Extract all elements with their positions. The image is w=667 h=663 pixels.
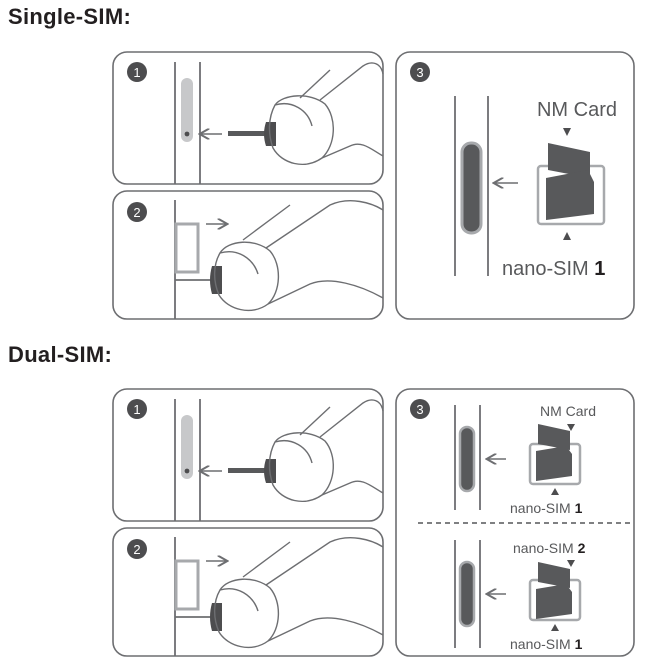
pointer-up-icon [551, 488, 559, 495]
dual-step1-panel: 1 [112, 388, 384, 522]
card-slot [458, 560, 476, 628]
nano-sim-label: nano-SIM 1 [510, 636, 583, 652]
step-badge-2 [127, 539, 147, 559]
single-step1-panel: 1 [112, 51, 384, 185]
eject-hole [184, 468, 190, 474]
nano-sim-2-card [538, 562, 570, 588]
sim-tray-slot [181, 78, 193, 142]
dual-step2-panel: 2 [112, 527, 384, 657]
step-badge-2 [127, 202, 147, 222]
sim-tray [174, 222, 200, 274]
eject-pin [228, 131, 268, 136]
nm-card-label: NM Card [537, 99, 617, 121]
sim-tray-slot [181, 415, 193, 479]
card-slot [458, 425, 476, 493]
pointer-down-icon [563, 128, 571, 136]
single-sim-heading: Single-SIM: [8, 4, 132, 29]
eject-hole [184, 131, 190, 137]
card-slot [460, 141, 483, 235]
nano-sim-2-label: nano-SIM 2 [513, 540, 586, 556]
nano-sim-card [546, 170, 594, 220]
pointer-up-icon [563, 232, 571, 240]
single-step3-panel: 3 NM Card nano-SIM 1 [395, 51, 635, 320]
sim-tray [174, 559, 200, 611]
single-step2-panel: 2 [112, 190, 384, 320]
step-number-3: 3 [416, 402, 423, 417]
step-number-3: 3 [416, 65, 423, 80]
step-badge-1 [127, 62, 147, 82]
pointer-up-icon [551, 624, 559, 631]
pointer-down-icon [567, 424, 575, 431]
eject-pin [228, 468, 268, 473]
nm-card [538, 424, 570, 450]
dual-sim-heading: Dual-SIM: [8, 342, 113, 367]
step-badge-1 [127, 399, 147, 419]
pointer-down-icon [567, 560, 575, 567]
step-number-2: 2 [133, 542, 140, 557]
step-badge-3 [410, 62, 430, 82]
step-number-1: 1 [133, 402, 140, 417]
nano-sim-label: nano-SIM 1 [502, 258, 605, 280]
dual-step3-panel: 3 NM Card nano-SIM 1 nano-SIM 2 nano-SIM… [395, 388, 635, 657]
step-number-2: 2 [133, 205, 140, 220]
nano-sim-label: nano-SIM 1 [510, 500, 583, 516]
nano-sim-card [536, 584, 572, 619]
step-badge-3 [410, 399, 430, 419]
step-number-1: 1 [133, 65, 140, 80]
nm-card [548, 143, 590, 178]
nano-sim-card [536, 446, 572, 481]
nm-card-label: NM Card [540, 403, 596, 419]
